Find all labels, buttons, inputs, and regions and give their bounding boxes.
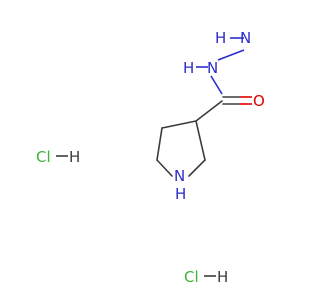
atom-h-amide: H (183, 59, 194, 77)
salt-1-h: H (69, 148, 80, 166)
atom-h-top: H (215, 29, 226, 47)
bonds (56, 37, 252, 277)
bond-ring-c2-c3 (195, 120, 206, 161)
bond-n-n (217, 49, 245, 61)
atom-h-ring: H (175, 185, 186, 203)
structure-diagram: H N N H O N H Cl H Cl H (36, 29, 265, 286)
salt-2-cl: Cl (184, 268, 199, 286)
atom-n-top: N (240, 29, 251, 47)
atom-o-carbonyl: O (253, 92, 265, 110)
bond-ring-n-c2 (188, 159, 206, 177)
atom-labels: H N N H O N H Cl H Cl H (36, 29, 265, 286)
atom-n-amide: N (207, 59, 218, 77)
bond-ring-c5-n (156, 159, 173, 177)
bond-c-c3 (195, 100, 223, 122)
atom-n-ring: N (174, 167, 185, 185)
salt-2-h: H (217, 268, 228, 286)
bond-ring-c4-c5 (156, 127, 163, 161)
bond-nh-c (210, 75, 223, 95)
salt-1-cl: Cl (36, 148, 51, 166)
bond-ring-c3-c4 (161, 120, 197, 129)
